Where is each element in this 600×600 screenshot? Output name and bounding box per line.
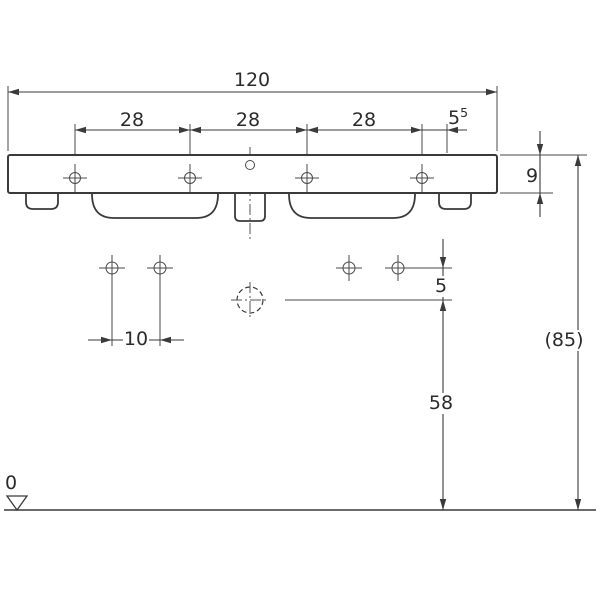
mounting-hole-marker: [336, 255, 362, 281]
mounting-hole-markers: [99, 255, 411, 281]
dim-label-tap-spacing-3: 28: [352, 109, 376, 131]
tap-hole-marker: [410, 164, 434, 192]
dimension-labels: 120 28 28 28 55 9 (85) 5 10 58 0: [5, 69, 584, 494]
dim-label-hole-row-offset: 5: [435, 275, 447, 297]
tap-hole-marker: [178, 164, 202, 192]
basin-front-elevation: [7, 147, 498, 240]
dim-label-tap-edge-sup: 5: [460, 105, 468, 120]
dim-label-tap-edge-offset: 55: [448, 105, 468, 129]
basin-right-foot: [438, 194, 472, 210]
dim-label-outlet-height: 58: [429, 392, 453, 414]
overflow-hole-marker: [245, 160, 255, 170]
zero-datum-marker: [5, 495, 29, 512]
mounting-hole-marker: [147, 255, 173, 281]
dim-label-overall-height: (85): [544, 329, 583, 351]
floor-datum: [4, 495, 596, 512]
tap-hole-marker: [63, 164, 87, 192]
basin-body: [7, 154, 498, 194]
dim-label-rim-height: 9: [526, 165, 538, 187]
dim-label-tap-spacing-1: 28: [120, 109, 144, 131]
mounting-hole-marker: [385, 255, 411, 281]
dim-label-floor-level: 0: [5, 472, 17, 494]
dim-label-tap-spacing-2: 28: [236, 109, 260, 131]
drain-outlet-marker: [231, 282, 269, 318]
label-backgrounds: [123, 276, 584, 414]
right-bowl-underside: [288, 193, 416, 219]
basin-left-foot: [25, 194, 59, 210]
dim-label-fixing-hole-spacing: 10: [124, 328, 148, 350]
tap-hole-marker: [295, 164, 319, 192]
dim-label-overall-width: 120: [234, 69, 270, 91]
dim-label-tap-edge-main: 5: [448, 107, 460, 129]
extension-lines: [7, 86, 587, 346]
center-drain-housing: [234, 194, 266, 222]
dimension-arrowheads: [8, 88, 582, 510]
mounting-hole-marker: [99, 255, 125, 281]
left-bowl-underside: [91, 193, 219, 219]
